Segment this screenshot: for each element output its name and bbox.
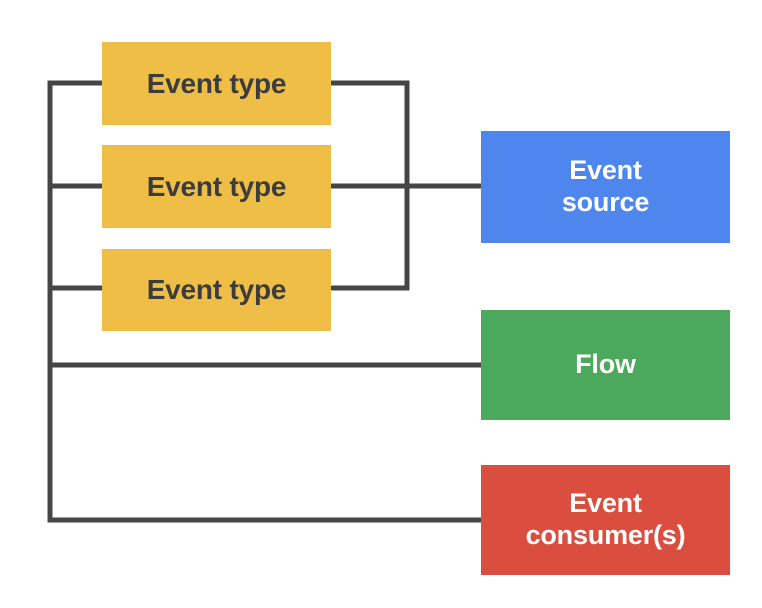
node-flow-label: Flow [575,349,636,380]
node-event-type-1[interactable]: Event type [102,42,331,125]
node-event-consumer[interactable]: Event consumer(s) [481,465,730,575]
node-event-type-3[interactable]: Event type [102,249,331,331]
node-event-type-2[interactable]: Event type [102,145,331,228]
node-event-consumer-label: Event consumer(s) [525,488,686,550]
node-event-source-label: Event source [561,155,650,217]
node-flow[interactable]: Flow [481,310,730,420]
node-event-type-3-label: Event type [146,274,287,306]
connector-lines [47,80,484,523]
node-event-type-2-label: Event type [146,170,287,202]
node-event-source[interactable]: Event source [481,131,730,243]
node-event-type-1-label: Event type [146,67,287,99]
